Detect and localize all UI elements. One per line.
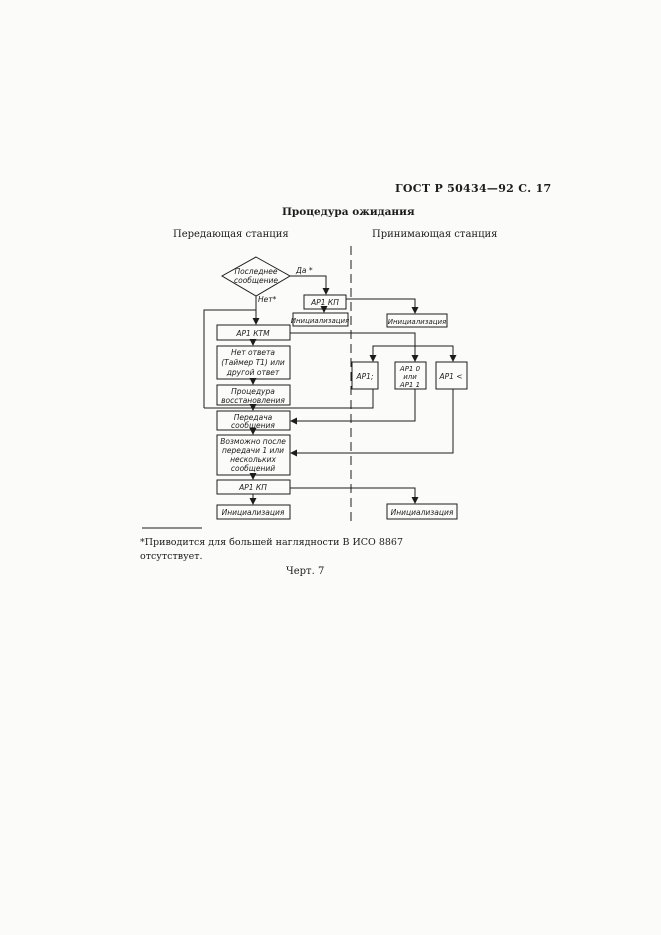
no-label: Нет* [258,295,277,304]
figure-caption: Черт. 7 [286,566,325,577]
box-ap1-semicolon [351,361,379,390]
decision-line-1: Последнее [234,267,277,276]
yes-label: Да * [295,266,313,275]
text-init-right-top: Инициализация [388,318,447,326]
text-ap1-ktm: АР1 КТМ [235,329,270,338]
text-ap1-or-1: АР1 0 [399,365,421,373]
text-ap1-semicolon: АР1; [356,372,374,381]
text-ap1-kp-bottom: АР1 КП [238,483,267,492]
text-possible-4: сообщений [231,464,275,473]
text-transmit-2: сообщения [231,421,275,430]
box-ap1-or [394,361,427,390]
text-no-reply-1: Нет ответа [231,348,275,357]
decision-line-2: сообщение [234,276,278,285]
text-init-left-top: Инициализация [291,317,350,325]
footnote-line-2: отсутствует. [140,551,203,562]
footnote-line-1: *Приводится для большей наглядности В ИС… [140,537,404,548]
column-left-heading: Передающая станция [173,229,289,240]
box-init-left-top [292,312,349,327]
text-ap1-lt: АР1 < [438,372,462,381]
text-possible-1: Возможно после [220,437,286,446]
text-init-right-bottom: Инициализация [391,508,454,517]
text-recovery-1: Процедура [231,387,275,396]
text-no-reply-3: другой ответ [226,368,280,377]
connector-yes [290,275,330,295]
box-init-left-bottom [216,504,291,520]
text-ap1-or-3: АР1 1 [399,381,420,389]
box-init-right-bottom [386,503,458,520]
text-init-left-bottom: Инициализация [222,508,285,517]
page-title: Процедура ожидания [282,206,415,218]
text-possible-3: нескольких [230,455,276,464]
text-ap1-kp-top: АР1 КП [310,298,339,307]
text-transmit-1: Передача [234,413,273,422]
box-ap1-lt [435,361,468,390]
text-recovery-2: восстановления [221,396,285,405]
column-right-heading: Принимающая станция [372,229,498,240]
document-reference: ГОСТ Р 50434—92 С. 17 [395,182,552,195]
box-init-right-top [386,313,448,328]
text-no-reply-2: (Таймер Т1) или [221,358,285,367]
text-ap1-or-2: или [403,373,417,381]
text-possible-2: передачи 1 или [222,446,284,455]
